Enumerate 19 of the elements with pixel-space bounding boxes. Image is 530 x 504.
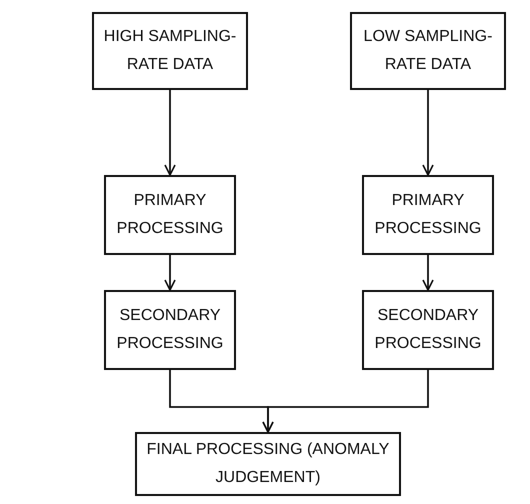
arrow bbox=[164, 90, 176, 176]
arrow bbox=[422, 90, 434, 176]
process-box bbox=[362, 175, 494, 255]
process-box bbox=[362, 290, 494, 370]
process-box bbox=[92, 12, 248, 90]
box-label: PRIMARY PROCESSING bbox=[374, 191, 482, 239]
process-box bbox=[135, 432, 401, 496]
arrow bbox=[164, 255, 176, 291]
box-label: LOW SAMPLING-RATE DATA bbox=[362, 27, 494, 75]
box-label: FINAL PROCESSING (ANOMALY JUDGEMENT) bbox=[146, 440, 390, 488]
box-label: SECONDARY PROCESSING bbox=[116, 306, 224, 354]
box-label: HIGH SAMPLING-RATE DATA bbox=[102, 27, 238, 75]
process-box bbox=[350, 12, 506, 90]
arrow bbox=[262, 370, 429, 433]
process-box bbox=[104, 175, 236, 255]
process-box bbox=[104, 290, 236, 370]
box-label: PRIMARY PROCESSING bbox=[116, 191, 224, 239]
arrow bbox=[422, 255, 434, 291]
box-label: SECONDARY PROCESSING bbox=[374, 306, 482, 354]
